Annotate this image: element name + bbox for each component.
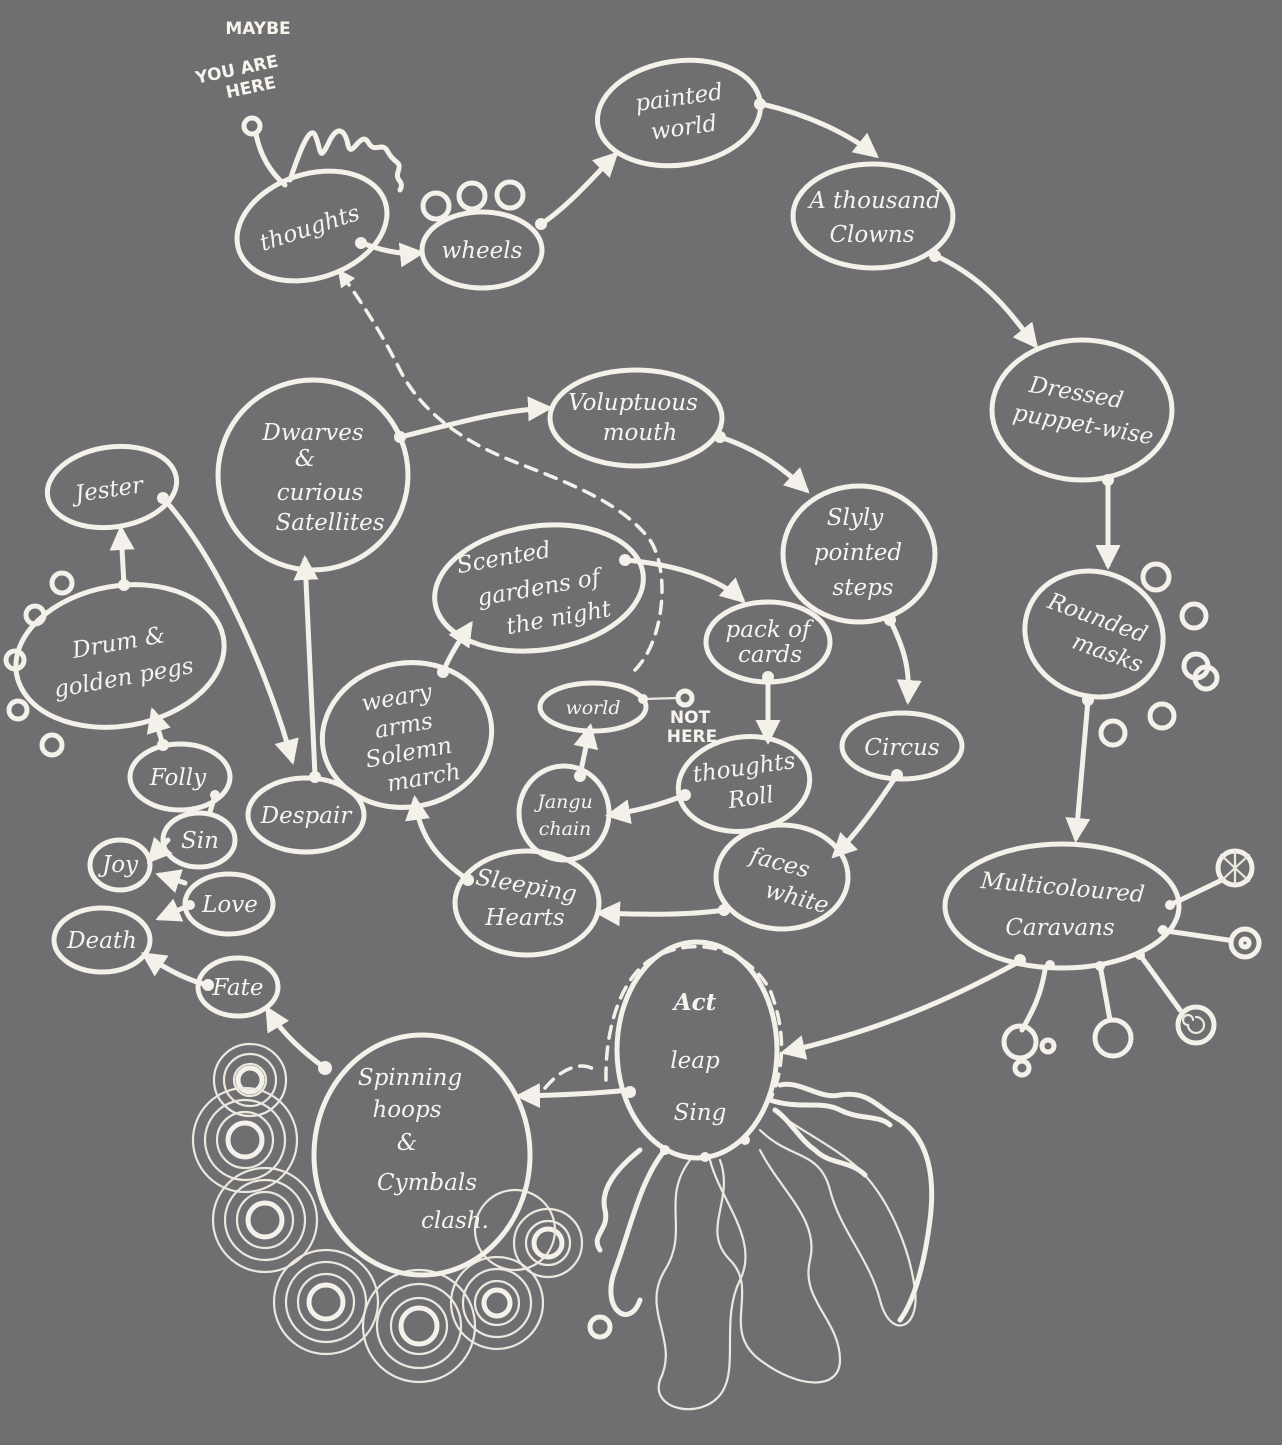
label-fate: Fate xyxy=(212,975,264,1001)
label-love: Love xyxy=(201,892,258,918)
node-dressed xyxy=(989,337,1175,483)
node-spinning xyxy=(311,1032,533,1278)
label-joy: Joy xyxy=(98,852,139,878)
node-act xyxy=(614,939,780,1161)
annotation-not: NOT xyxy=(670,708,711,728)
label-clash: clash. xyxy=(421,1208,489,1234)
node-dwarves xyxy=(215,377,411,573)
annotation-maybe: MAYBE xyxy=(225,19,290,39)
label-faces: faces xyxy=(745,842,812,883)
label-circus: Circus xyxy=(864,735,940,761)
label-amp2: & xyxy=(397,1130,417,1156)
label-cards: cards xyxy=(738,642,802,668)
nodes xyxy=(13,57,1182,1278)
label-dwarves: Dwarves xyxy=(261,420,363,446)
node-folly xyxy=(127,741,233,813)
node-death xyxy=(51,905,153,975)
node-thoughts xyxy=(234,168,390,284)
label-steps: steps xyxy=(832,575,893,601)
node-drum xyxy=(13,582,227,730)
label-hearts: Hearts xyxy=(484,905,565,931)
node-scented xyxy=(432,522,646,654)
node-faces-white xyxy=(713,822,851,932)
label-pack-of: pack of xyxy=(726,617,814,643)
label-thoughts: thoughts xyxy=(257,200,363,257)
label-slyly: Slyly xyxy=(827,505,884,531)
thought-coils xyxy=(287,128,404,193)
node-slyly xyxy=(780,483,938,625)
you-are-here-pin xyxy=(241,115,263,137)
label-roll: Roll xyxy=(726,782,776,814)
label-pointed: pointed xyxy=(814,540,902,566)
not-here-pin xyxy=(675,688,695,708)
label-death: Death xyxy=(66,928,137,954)
label-chain: chain xyxy=(539,818,592,840)
node-thousand-clowns xyxy=(790,161,956,271)
node-love xyxy=(182,871,276,937)
label-scented: Scented xyxy=(455,537,553,579)
label-cymbals: Cymbals xyxy=(377,1170,477,1196)
annotation-not-here: HERE xyxy=(667,727,718,747)
label-voluptuous: Voluptuous xyxy=(568,390,698,416)
label-world: world xyxy=(649,111,719,146)
pin-stem xyxy=(253,131,288,188)
node-multicoloured xyxy=(942,841,1182,971)
decorations xyxy=(3,115,1262,1411)
node-sleeping-hearts xyxy=(452,848,602,958)
label-sin: Sin xyxy=(181,828,219,854)
node-thoughts-roll xyxy=(675,734,813,834)
hoop-rings xyxy=(191,1042,584,1384)
label-sleeping: Sleeping xyxy=(474,864,579,907)
node-sin xyxy=(160,810,238,870)
label-satellites: Satellites xyxy=(275,510,384,536)
label-world-node: world xyxy=(565,697,620,719)
label-caravans: Caravans xyxy=(1005,915,1115,941)
node-joy xyxy=(87,837,153,893)
label-leap: leap xyxy=(670,1048,720,1074)
label-drum: Drum & xyxy=(69,622,167,664)
label-multicoloured: Multicoloured xyxy=(979,868,1146,908)
node-jangu-chain xyxy=(516,763,612,863)
node-rounded-masks xyxy=(1022,568,1166,700)
node-wheels xyxy=(419,209,545,291)
label-despair: Despair xyxy=(260,803,354,829)
label-ampersand: & xyxy=(295,446,315,472)
label-sing: Sing xyxy=(674,1100,727,1126)
labels: MAYBE YOU ARE HERE NOT HERE thoughts whe… xyxy=(52,19,1155,1234)
label-jangu: Jangu xyxy=(533,791,593,813)
node-voluptuous xyxy=(547,367,725,469)
node-fate xyxy=(195,955,281,1019)
label-spinning: Spinning xyxy=(358,1065,462,1091)
label-act: Act xyxy=(672,989,717,1016)
label-white: white xyxy=(762,877,831,919)
node-painted-world xyxy=(594,57,764,169)
node-weary-arms xyxy=(319,660,495,810)
node-despair xyxy=(245,775,367,855)
node-world xyxy=(537,680,649,734)
label-mouth: mouth xyxy=(603,420,678,446)
label-folly: Folly xyxy=(149,765,207,791)
label-hoops: hoops xyxy=(372,1097,441,1123)
node-jester xyxy=(44,443,180,531)
label-jester: Jester xyxy=(69,472,146,508)
node-circus xyxy=(839,710,965,782)
edges xyxy=(109,101,1121,1109)
act-tentacles xyxy=(587,1081,935,1411)
label-clowns: Clowns xyxy=(829,222,914,248)
label-thoughts-roll: thoughts xyxy=(691,748,797,788)
label-thousand: A thousand xyxy=(807,188,941,214)
label-curious: curious xyxy=(277,480,364,506)
label-wheels: wheels xyxy=(442,238,523,264)
